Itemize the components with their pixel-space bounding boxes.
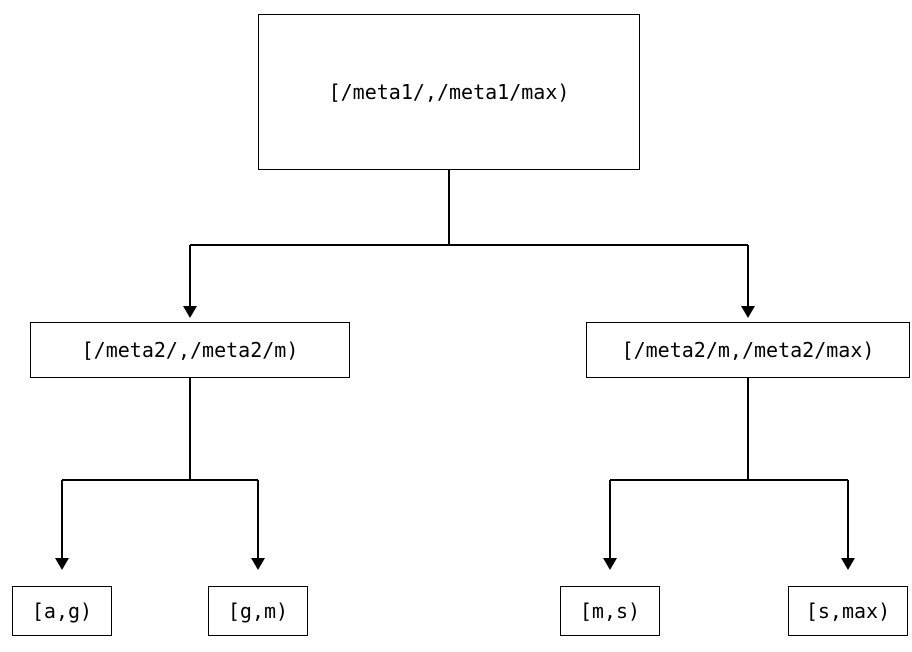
arrowhead-icon (55, 558, 69, 570)
arrowhead-icon (841, 558, 855, 570)
node-root-range: [/meta1/,/meta1/max) (258, 14, 640, 170)
node-leaf-range: [m,s) (560, 586, 660, 636)
arrowheads (55, 306, 855, 570)
node-branch-left-range: [/meta2/,/meta2/m) (30, 322, 350, 378)
arrowhead-icon (741, 306, 755, 318)
arrowhead-icon (183, 306, 197, 318)
node-leaf-range: [s,max) (788, 586, 908, 636)
arrowhead-icon (603, 558, 617, 570)
arrowhead-icon (251, 558, 265, 570)
node-leaf-range: [g,m) (208, 586, 308, 636)
node-leaf-range: [a,g) (12, 586, 112, 636)
node-branch-right-range: [/meta2/m,/meta2/max) (586, 322, 910, 378)
